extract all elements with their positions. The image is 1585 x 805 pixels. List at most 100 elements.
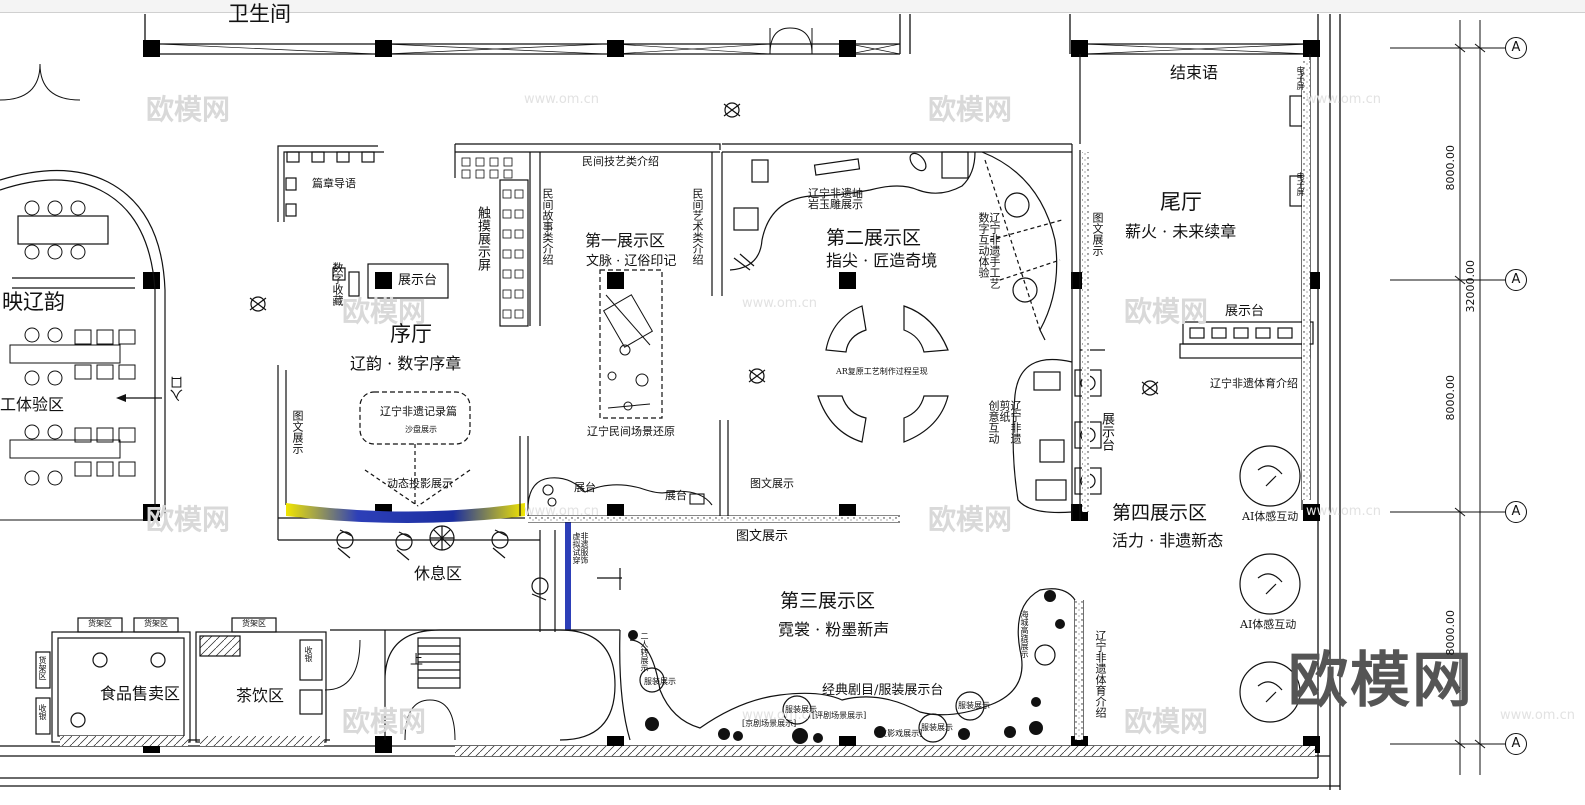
chapter-guide-label: 篇章导语 (312, 177, 356, 190)
dimension-label: 8000.00 (1444, 145, 1457, 191)
watermark-brand: 欧模网 (1124, 705, 1209, 738)
window-top-strip (0, 0, 1585, 13)
folk-scene-props (602, 294, 654, 411)
watermark-url: www.om.cn (1500, 708, 1575, 723)
ending-label: 结束语 (1170, 63, 1219, 82)
rest-area-label: 休息区 (414, 564, 463, 583)
folk-art-intro-label: 民间艺术类介绍 (691, 188, 704, 265)
opera-scene-label: [皮影戏展示] (876, 729, 923, 738)
watermark-url: www.om.cn (1306, 504, 1381, 519)
zone1-walls (454, 143, 729, 516)
display-stand-right-label: 展示台 (1225, 304, 1265, 319)
picture-display-label: 图文展示 (1091, 212, 1104, 256)
jade-carving-label: 辽宁非遗岫 岩玉雕展示 (808, 187, 863, 211)
zone2-subtitle: 指尖 · 匠造奇境 (826, 251, 938, 270)
display-stand-vertical-label: 展示台 (1099, 412, 1114, 451)
zone3-walls (330, 530, 1084, 743)
zone2-walls (722, 143, 1081, 520)
electronic-screen-label: 电子屏 (1296, 66, 1305, 90)
picture-display-label: 图文展示 (750, 477, 794, 490)
costume-display-label: 服装展示 (644, 677, 676, 686)
left-room-subtitle: 工体验区 (0, 395, 65, 414)
entrance-label: 入口 (171, 376, 186, 402)
record-title-label: 辽宁非遗记录篇 (380, 405, 457, 418)
zone4-title: 第四展示区 (1112, 502, 1208, 524)
zone4-subtitle: 活力 · 非遗新态 (1112, 531, 1224, 550)
axis-bubble: A (1505, 37, 1527, 59)
columns (143, 40, 1320, 753)
electronic-screen-label: 电子屏 (1296, 172, 1305, 196)
prelude-hall-title: 序厅 (390, 322, 432, 346)
axis-bubble: A (1505, 501, 1527, 523)
tail-hall-title: 尾厅 (1160, 190, 1202, 214)
watermark-url: www.om.cn (1306, 92, 1381, 107)
left-room-seats (0, 200, 150, 521)
watermark-url: www.om.cn (742, 296, 817, 311)
watermark-brand: 欧模网 (928, 93, 1013, 126)
costume-tryon-label: 非遗服饰 虚拟试穿 (572, 532, 589, 564)
watermark-url: www.om.cn (742, 708, 817, 723)
watermark-url: www.om.cn (524, 504, 599, 519)
bottom-wall-hatch (455, 746, 1315, 756)
dynamic-projection-label: 动态投影展示 (387, 477, 453, 490)
dimension-label: 32000.00 (1464, 260, 1477, 313)
rest-area-props (249, 102, 1159, 601)
entrance-arrow (116, 394, 162, 402)
left-room-title: 映辽韵 (2, 290, 65, 314)
watermark-url: www.om.cn (524, 92, 599, 107)
prelude-hall-subtitle: 辽韵 · 数字序章 (350, 354, 462, 373)
touch-screen-grid (461, 157, 524, 319)
shop-zone-label: 货架区 (38, 656, 47, 680)
dimension-lines (1390, 20, 1505, 775)
ar-restore-label: AR复原工艺制作过程呈现 (836, 367, 928, 376)
shop-zone-label: 货架区 (242, 619, 266, 628)
cashier-label: 收银 (304, 646, 313, 662)
led-strip-vertical (565, 522, 571, 630)
zone2-title: 第二展示区 (826, 227, 922, 249)
touch-screen-label: 触摸展示屏 (475, 206, 490, 271)
shop-zone-label: 货架区 (144, 619, 168, 628)
opera-scene-label: [京剧场景展示] (742, 719, 797, 728)
heritage-craft-label: 辽宁非遗手工艺 数字互动体验 (977, 212, 1001, 289)
heritage-intro-label: 辽宁非遗体育介绍 (1210, 377, 1298, 390)
tail-hall-subtitle: 薪火 · 未来续章 (1125, 222, 1237, 241)
zone3-wall-fill (1075, 600, 1083, 740)
folk-skill-intro-label: 民间技艺类介绍 (582, 155, 659, 168)
zone3-subtitle: 霓裳 · 粉墨新声 (778, 620, 890, 639)
zone1-subtitle: 文脉 · 辽俗印记 (586, 254, 677, 269)
top-cut-label: 卫生间 (228, 2, 291, 26)
stage-label: 展台 (665, 489, 687, 502)
led-strip (286, 503, 525, 523)
watermark-brand: 欧模网 (1124, 295, 1209, 328)
watermark-brand: 欧模网 (928, 503, 1013, 536)
ai-figures (1257, 465, 1283, 703)
classic-opera-label: 经典剧目/服装展示台 (822, 683, 944, 698)
food-sales-label: 食品售卖区 (100, 684, 181, 703)
paper-cut-label: 辽宁非遗 剪纸 创意互动 (987, 400, 1022, 444)
watermark-brand: 欧模网 (342, 705, 427, 738)
outer-walls (0, 14, 1341, 790)
food-tea-area (35, 617, 330, 743)
tail-wall-fill (1082, 152, 1090, 512)
watermark-brand: 欧模网 (146, 93, 231, 126)
stage-label: 展台 (574, 481, 596, 494)
digital-collection-label: 数字收藏 (331, 262, 344, 306)
costume-display-label: 服装展示 (921, 723, 953, 732)
display-stand-label: 展示台 (398, 273, 438, 288)
folk-story-intro-label: 民间故事类介绍 (541, 188, 554, 265)
shop-zone-label: 货架区 (88, 619, 112, 628)
ai-interaction-label: AI体感互动 (1242, 510, 1299, 523)
opera-scene-label: [评剧场景展示] (812, 711, 867, 720)
tea-area-label: 茶饮区 (236, 686, 285, 705)
costume-display-label: 服装展示 (785, 705, 817, 714)
dimension-label: 8000.00 (1444, 375, 1457, 421)
top-window-hatch (159, 43, 1311, 55)
axis-bubble: A (1505, 733, 1527, 755)
zone3-plants (628, 590, 1065, 744)
left-curved-room (0, 169, 166, 520)
picture-display-label: 图文展示 (291, 410, 304, 454)
watermark-brand: 欧模网 (342, 295, 427, 328)
tea-counter (200, 736, 324, 746)
